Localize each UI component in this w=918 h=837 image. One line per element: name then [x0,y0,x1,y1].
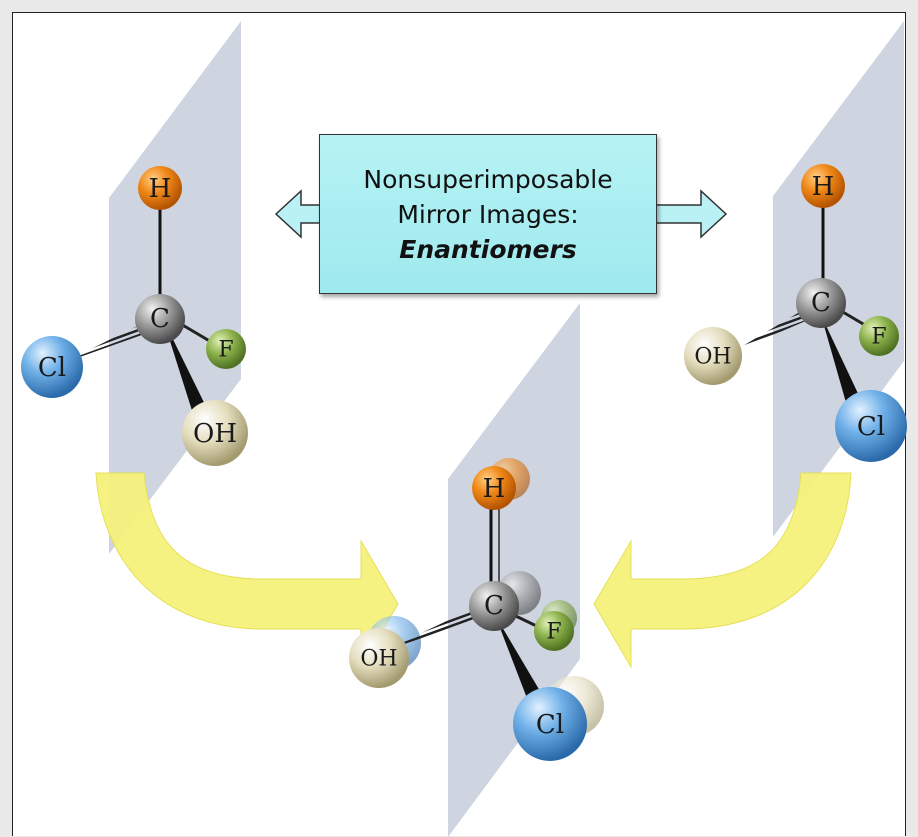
molecule-left: H F C Cl OH [21,166,248,466]
label-chlorine-center: Cl [536,710,564,740]
atom-hydroxyl-left [182,400,248,466]
label-hydroxyl-center: OH [360,647,397,672]
label-chlorine-left: Cl [38,353,66,383]
atom-chlorine-right [835,390,907,462]
label-carbon-center: C [484,591,504,621]
title-callout: Nonsuperimposable Mirror Images: Enantio… [319,134,657,294]
label-hydroxyl-left: OH [193,419,237,449]
title-line-1: Nonsuperimposable [363,164,613,194]
label-carbon-left: C [150,304,170,334]
label-fluorine-right: F [871,325,886,350]
enantiomer-diagram: H F C Cl OH H F C OH Cl [21,21,907,837]
label-hydrogen-left: H [149,174,172,204]
atom-carbon-left [135,294,185,344]
atom-fluorine-left [206,329,246,369]
title-emphasis: Enantiomers [399,234,577,264]
curved-arrow-right [593,472,852,669]
label-fluorine-center: F [546,620,561,645]
label-hydroxyl-right: OH [694,345,731,370]
atom-hydrogen-left [138,166,182,210]
molecule-superimposed: H F C OH Cl [349,458,604,761]
atom-fluorine-right [859,316,899,356]
atom-fluorine-center [534,611,574,651]
atom-carbon-right [796,278,846,328]
label-chlorine-right: Cl [857,412,885,442]
label-fluorine-left: F [218,338,233,363]
atom-hydroxyl-center [349,628,409,688]
atom-hydrogen-right [801,164,845,208]
label-hydrogen-right: H [812,172,835,202]
molecule-right: H F C OH Cl [684,164,907,462]
label-hydrogen-center: H [483,474,506,504]
atom-hydroxyl-right [684,327,742,385]
title-line-2: Mirror Images: [397,199,579,229]
atom-chlorine-left [21,336,83,398]
mirror-plane-right [773,21,904,537]
curved-arrow-left [95,472,399,669]
atom-carbon-center [469,581,519,631]
label-carbon-right: C [811,288,831,318]
diagram-canvas: H F C Cl OH H F C OH Cl [12,12,907,837]
atom-hydrogen-center [472,466,516,510]
atom-chlorine-center [513,687,587,761]
